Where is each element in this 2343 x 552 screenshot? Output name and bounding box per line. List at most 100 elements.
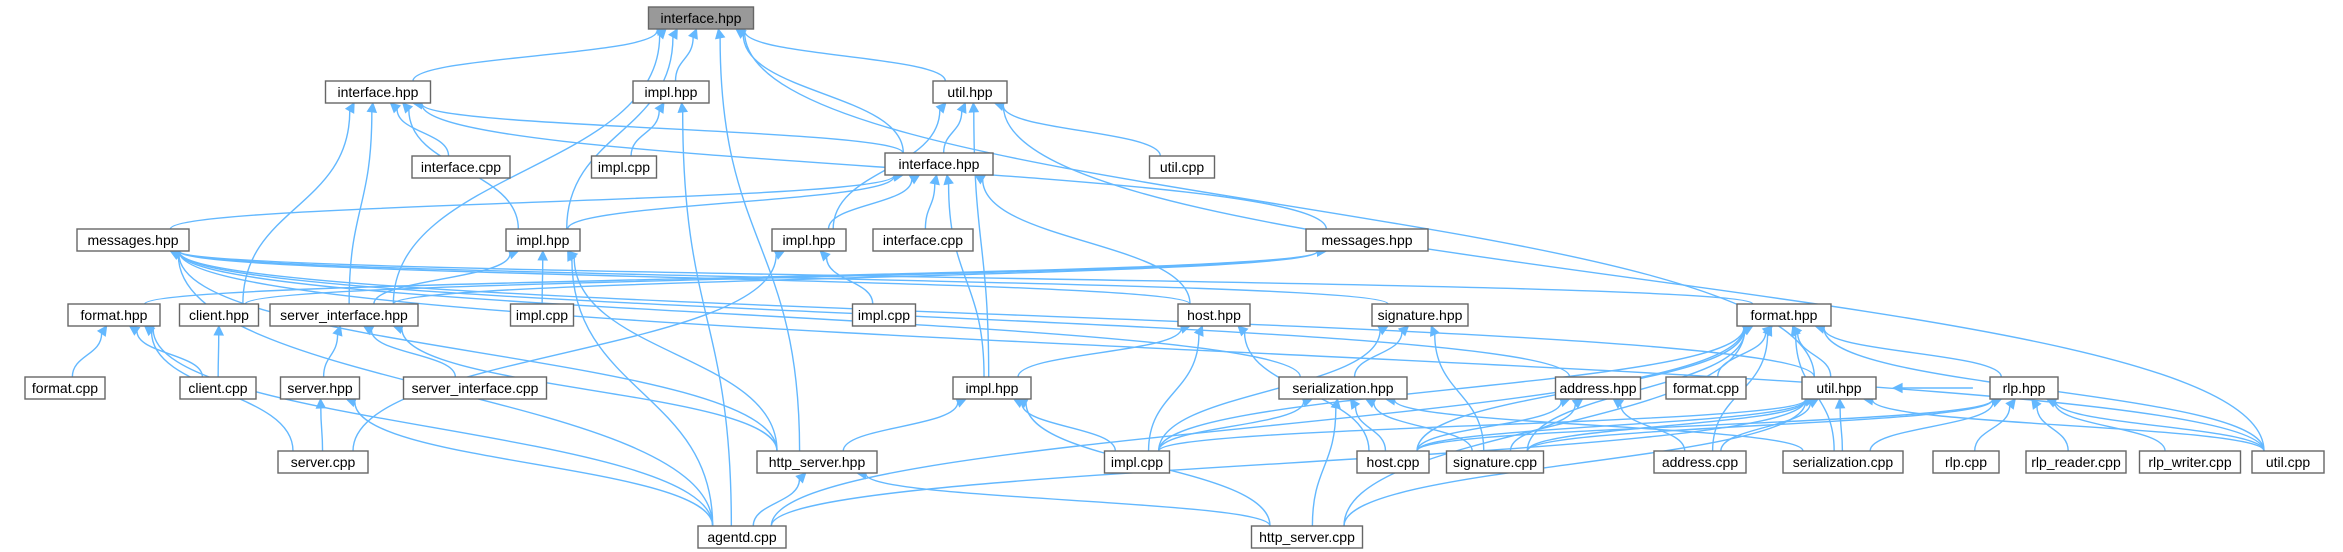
edge-n25-to-n18: [1017, 328, 1183, 378]
node-rlp-writer-cpp[interactable]: rlp_writer.cpp: [2138, 450, 2242, 474]
node-impl-cpp[interactable]: impl.cpp: [590, 155, 658, 179]
edge-n6-to-n1: [421, 103, 904, 154]
node-interface-hpp[interactable]: interface.hpp: [647, 6, 755, 30]
node-rlp-reader-cpp[interactable]: rlp_reader.cpp: [2025, 450, 2127, 474]
node-server-cpp[interactable]: server.cpp: [277, 450, 369, 474]
edge-n9-to-n0: [566, 36, 674, 230]
edge-n29-to-n20: [1796, 333, 1832, 378]
edge-n10-to-n6: [827, 179, 913, 230]
edge-n39-to-n30: [2036, 406, 2069, 452]
edge-n32-to-n12: [178, 253, 778, 452]
node-signature-cpp[interactable]: signature.cpp: [1445, 450, 1545, 474]
edge-n15-to-n8: [392, 250, 1319, 305]
node-label: address.hpp: [1559, 380, 1636, 396]
edge-n31-to-n10: [352, 254, 777, 452]
node-box: [1665, 376, 1747, 400]
edge-n33-to-n19: [1157, 330, 1381, 452]
node-box: [279, 376, 361, 400]
node-server-hpp[interactable]: server.hpp: [279, 376, 361, 400]
node-impl-hpp[interactable]: impl.hpp: [952, 376, 1032, 400]
node-box: [697, 525, 787, 549]
edge-n6-to-n3: [942, 111, 963, 154]
node-box: [1782, 450, 1904, 474]
node-box: [1250, 525, 1364, 549]
node-interface-cpp[interactable]: interface.cpp: [411, 155, 511, 179]
node-client-hpp[interactable]: client.hpp: [178, 303, 260, 327]
node-format-hpp[interactable]: format.hpp: [67, 303, 161, 327]
node-messages-hpp[interactable]: messages.hpp: [76, 228, 190, 252]
node-impl-hpp[interactable]: impl.hpp: [505, 228, 581, 252]
edge-arrowhead-n17-to-n10: [819, 250, 831, 262]
node-box: [1371, 303, 1469, 327]
node-host-cpp[interactable]: host.cpp: [1356, 450, 1430, 474]
edge-n21-to-n13: [71, 333, 103, 378]
node-box: [2138, 450, 2242, 474]
edge-arrowhead-n6-to-n3: [956, 101, 967, 114]
edge-n42-to-n23: [354, 401, 714, 527]
node-server-interface-hpp[interactable]: server_interface.hpp: [269, 303, 419, 327]
edge-arrowhead-n10-to-n3: [935, 102, 947, 114]
edge-arrowhead-n37-to-n29: [1834, 397, 1846, 409]
node-label: util.cpp: [2266, 454, 2311, 470]
node-address-cpp[interactable]: address.cpp: [1653, 450, 1747, 474]
node-format-hpp[interactable]: format.hpp: [1736, 303, 1832, 327]
node-serialization-hpp[interactable]: serialization.hpp: [1278, 376, 1408, 400]
node-signature-hpp[interactable]: signature.hpp: [1371, 303, 1469, 327]
node-impl-cpp[interactable]: impl.cpp: [1103, 450, 1171, 474]
node-messages-hpp[interactable]: messages.hpp: [1305, 228, 1429, 252]
node-box: [1177, 303, 1251, 327]
node-format-cpp[interactable]: format.cpp: [24, 376, 106, 400]
node-box: [590, 155, 658, 179]
node-box: [1736, 303, 1832, 327]
node-util-hpp[interactable]: util.hpp: [932, 80, 1008, 104]
node-http-server-hpp[interactable]: http_server.hpp: [756, 450, 878, 474]
node-rlp-hpp[interactable]: rlp.hpp: [1989, 376, 2059, 400]
edge-arrowhead-n22-to-n14: [213, 324, 225, 336]
node-box: [1356, 450, 1430, 474]
node-impl-hpp[interactable]: impl.hpp: [632, 80, 710, 104]
edge-n26-to-n19: [1353, 332, 1403, 378]
edge-n17-to-n10: [825, 257, 874, 305]
edge-n32-to-n25: [842, 402, 959, 452]
edge-n33-to-n20: [1157, 327, 1745, 452]
node-rlp-cpp[interactable]: rlp.cpp: [1932, 450, 2000, 474]
node-label: client.cpp: [188, 380, 247, 396]
edge-arrowhead-n21-to-n13: [96, 325, 108, 337]
node-util-cpp[interactable]: util.cpp: [1148, 155, 1216, 179]
node-interface-hpp[interactable]: interface.hpp: [884, 152, 994, 176]
node-agentd-cpp[interactable]: agentd.cpp: [697, 525, 787, 549]
node-address-hpp[interactable]: address.hpp: [1554, 376, 1642, 400]
node-interface-hpp[interactable]: interface.hpp: [324, 80, 432, 104]
node-http-server-cpp[interactable]: http_server.cpp: [1250, 525, 1364, 549]
node-box: [178, 303, 260, 327]
node-format-cpp[interactable]: format.cpp: [1665, 376, 1747, 400]
node-box: [1653, 450, 1747, 474]
node-server-interface-cpp[interactable]: server_interface.cpp: [402, 376, 548, 400]
node-util-hpp[interactable]: util.hpp: [1801, 376, 1877, 400]
edge-arrowhead-n38-to-n30: [2005, 398, 2016, 410]
node-client-cpp[interactable]: client.cpp: [179, 376, 257, 400]
node-box: [1554, 376, 1642, 400]
edge-arrowhead-n15-to-n1: [366, 101, 378, 114]
node-impl-cpp[interactable]: impl.cpp: [509, 303, 575, 327]
node-interface-cpp[interactable]: interface.cpp: [872, 228, 974, 252]
node-serialization-cpp[interactable]: serialization.cpp: [1782, 450, 1904, 474]
node-box: [771, 228, 847, 252]
node-box: [505, 228, 581, 252]
node-host-hpp[interactable]: host.hpp: [1177, 303, 1251, 327]
edge-arrowhead-n5-to-n2: [654, 102, 665, 114]
node-label: server_interface.cpp: [412, 380, 539, 396]
node-box: [1989, 376, 2059, 400]
edge-arrowhead-n25-to-n6: [943, 173, 954, 186]
edge-arrowhead-n23-to-n15: [332, 324, 343, 337]
node-box: [872, 228, 974, 252]
edge-n43-to-n20: [1343, 329, 1746, 527]
edge-n6-to-n0: [742, 34, 904, 154]
node-impl-hpp[interactable]: impl.hpp: [771, 228, 847, 252]
edge-n35-to-n19: [1434, 334, 1485, 452]
node-impl-cpp[interactable]: impl.cpp: [851, 303, 917, 327]
node-util-cpp[interactable]: util.cpp: [2251, 450, 2325, 474]
node-box: [1278, 376, 1408, 400]
edge-arrowhead-n22-to-n13: [128, 325, 141, 336]
